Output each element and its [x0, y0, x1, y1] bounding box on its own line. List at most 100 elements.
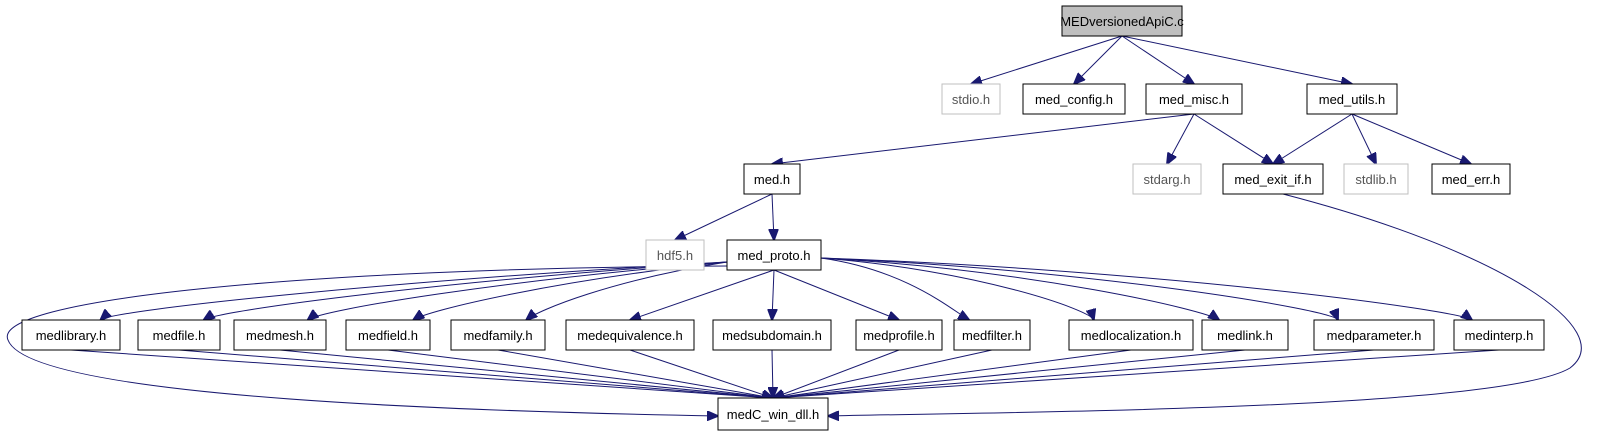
node-box[interactable] [1306, 83, 1398, 115]
node-box[interactable] [645, 239, 705, 271]
node-medsubdomain[interactable]: medsubdomain.h [712, 319, 832, 351]
node-label: medinterp.h [1465, 328, 1534, 343]
node-med-exit-if[interactable]: med_exit_if.h [1222, 163, 1324, 195]
node-label: medlocalization.h [1081, 328, 1181, 343]
edge-medlibrary-to-medC_win_dll [70, 349, 773, 398]
node-medlocalization[interactable]: medlocalization.h [1068, 319, 1194, 351]
node-label: stdio.h [952, 92, 990, 107]
node-box[interactable] [450, 319, 546, 351]
node-box[interactable] [953, 319, 1031, 351]
node-medequivalence[interactable]: medequivalence.h [565, 319, 695, 351]
node-label: medprofile.h [863, 328, 935, 343]
node-box[interactable] [233, 319, 327, 351]
edge-med_proto-to-medparameter [820, 257, 1338, 320]
node-label: medlink.h [1217, 328, 1273, 343]
node-medC-win-dll[interactable]: medC_win_dll.h [717, 397, 829, 431]
node-med-config[interactable]: med_config.h [1022, 83, 1126, 115]
node-med-err[interactable]: med_err.h [1431, 163, 1511, 195]
node-label: stdlib.h [1355, 172, 1396, 187]
node-label: hdf5.h [657, 248, 693, 263]
node-box[interactable] [21, 319, 121, 351]
edge-med_proto-to-medC_win_dll [6, 265, 730, 416]
node-box[interactable] [137, 319, 221, 351]
node-label: med_err.h [1442, 172, 1501, 187]
node-box[interactable] [1068, 319, 1194, 351]
node-box[interactable] [743, 163, 801, 195]
node-medfile[interactable]: medfile.h [137, 319, 221, 351]
node-box[interactable] [1343, 163, 1409, 195]
edge-root-to-med_utils [1121, 35, 1352, 84]
edge-med_proto-to-medsubdomain [772, 269, 774, 320]
edge-med-to-hdf5 [675, 193, 773, 240]
node-label: MEDversionedApiC.c [1060, 14, 1184, 29]
node-label: medequivalence.h [577, 328, 683, 343]
edge-med_proto-to-medlink [820, 257, 1219, 320]
edge-medprofile-to-medC_win_dll [773, 349, 900, 398]
node-box[interactable] [1313, 319, 1435, 351]
edge-med_utils-to-stdlib [1351, 113, 1376, 164]
node-box[interactable] [855, 319, 943, 351]
edge-med_misc-to-med_exit_if [1193, 113, 1273, 164]
node-label: medfield.h [358, 328, 418, 343]
node-med-proto[interactable]: med_proto.h [726, 239, 822, 271]
node-label: medlibrary.h [36, 328, 107, 343]
node-box[interactable] [1145, 83, 1243, 115]
edge-medinterp-to-medC_win_dll [773, 349, 1500, 398]
node-box[interactable] [717, 397, 829, 431]
edge-medsubdomain-to-medC_win_dll [772, 349, 773, 398]
node-box[interactable] [1453, 319, 1545, 351]
edge-layer [6, 35, 1582, 416]
node-box[interactable] [565, 319, 695, 351]
node-medfamily[interactable]: medfamily.h [450, 319, 546, 351]
node-stdarg[interactable]: stdarg.h [1132, 163, 1202, 195]
node-medfilter[interactable]: medfilter.h [953, 319, 1031, 351]
node-box[interactable] [726, 239, 822, 271]
node-hdf5[interactable]: hdf5.h [645, 239, 705, 271]
node-box[interactable] [1431, 163, 1511, 195]
node-medinterp[interactable]: medinterp.h [1453, 319, 1545, 351]
node-box[interactable] [1132, 163, 1202, 195]
node-medlink[interactable]: medlink.h [1201, 319, 1289, 351]
node-label: medsubdomain.h [722, 328, 822, 343]
node-stdlib[interactable]: stdlib.h [1343, 163, 1409, 195]
node-box[interactable] [941, 83, 1001, 115]
edge-med_proto-to-medinterp [820, 257, 1472, 320]
edge-medequivalence-to-medC_win_dll [629, 349, 773, 398]
node-box[interactable] [1061, 5, 1183, 37]
node-box[interactable] [1201, 319, 1289, 351]
node-med-misc[interactable]: med_misc.h [1145, 83, 1243, 115]
edge-med_exit_if-to-medC_win_dll [828, 193, 1582, 416]
node-box[interactable] [1022, 83, 1126, 115]
edge-root-to-med_config [1074, 35, 1123, 84]
node-medmesh[interactable]: medmesh.h [233, 319, 327, 351]
node-med[interactable]: med.h [743, 163, 801, 195]
node-medlibrary[interactable]: medlibrary.h [21, 319, 121, 351]
node-label: medparameter.h [1327, 328, 1422, 343]
node-medparameter[interactable]: medparameter.h [1313, 319, 1435, 351]
node-root[interactable]: MEDversionedApiC.c [1060, 5, 1184, 37]
node-medfield[interactable]: medfield.h [345, 319, 431, 351]
node-label: med_config.h [1035, 92, 1113, 107]
node-label: medfamily.h [463, 328, 532, 343]
node-box[interactable] [1222, 163, 1324, 195]
edge-med_proto-to-medequivalence [630, 269, 775, 320]
node-stdio[interactable]: stdio.h [941, 83, 1001, 115]
node-box[interactable] [345, 319, 431, 351]
node-label: medfile.h [153, 328, 206, 343]
edge-med_utils-to-med_exit_if [1273, 113, 1353, 164]
edge-medlink-to-medC_win_dll [773, 349, 1246, 398]
edge-medfamily-to-medC_win_dll [497, 349, 773, 398]
edge-med_proto-to-medlocalization [820, 257, 1094, 320]
node-label: med.h [754, 172, 790, 187]
node-label: med_misc.h [1159, 92, 1229, 107]
node-med-utils[interactable]: med_utils.h [1306, 83, 1398, 115]
node-label: medfilter.h [962, 328, 1022, 343]
edge-med_proto-to-medprofile [773, 269, 899, 320]
node-box[interactable] [712, 319, 832, 351]
edge-medparameter-to-medC_win_dll [773, 349, 1375, 398]
node-label: med_proto.h [738, 248, 811, 263]
node-medprofile[interactable]: medprofile.h [855, 319, 943, 351]
edge-medlocalization-to-medC_win_dll [773, 349, 1132, 398]
